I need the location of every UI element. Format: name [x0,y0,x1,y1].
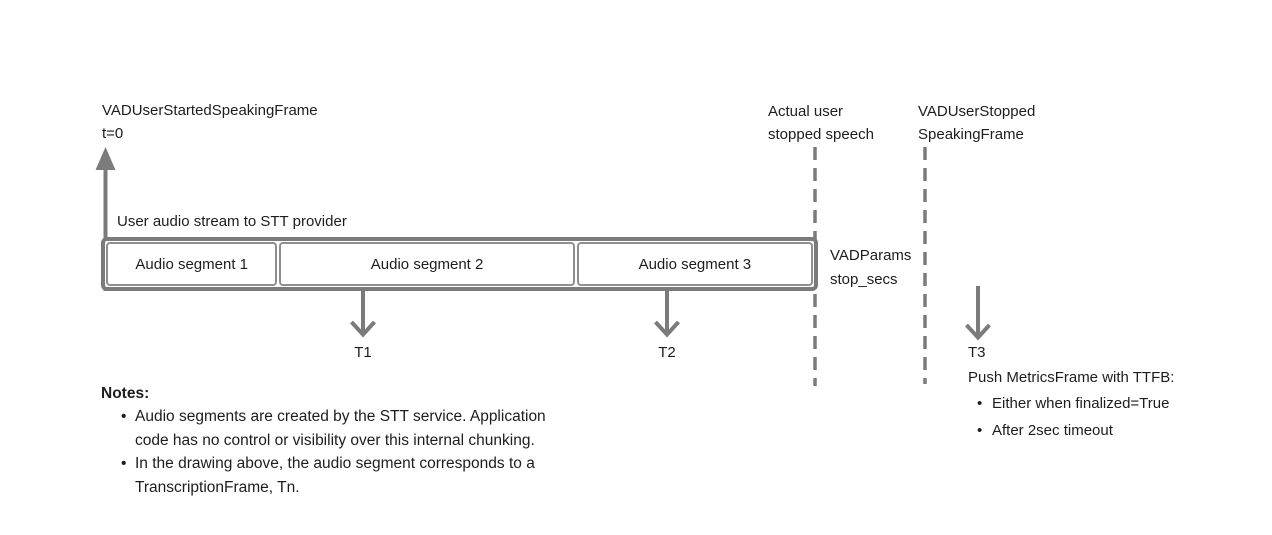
metrics-item: After 2sec timeout [968,417,1174,444]
t2-down-arrow [654,290,680,338]
vad-params-label: VADParams stop_secs [830,247,912,288]
notes-block: Notes: Audio segments are created by the… [101,383,601,499]
t3-down-arrow [965,286,991,341]
t3-label: T3 [968,344,986,361]
audio-segment-1: Audio segment 1 [106,242,278,286]
actual-user-stopped-label: Actual user stopped speech [768,103,874,143]
audio-segment-2: Audio segment 2 [279,242,575,286]
vad-started-frame-label: VADUserStartedSpeakingFrame [102,102,318,119]
stream-label: User audio stream to STT provider [117,213,347,230]
audio-segment-3: Audio segment 3 [576,242,813,286]
t1-down-arrow [350,290,376,338]
vad-user-stopped-label: VADUserStopped SpeakingFrame [918,103,1036,143]
metrics-list: Either when finalized=True After 2sec ti… [968,390,1174,444]
notes-item: In the drawing above, the audio segment … [101,452,601,499]
metrics-block: Push MetricsFrame with TTFB: Either when… [968,366,1174,444]
time-zero-label: t=0 [102,125,124,142]
metrics-item: Either when finalized=True [968,390,1174,417]
audio-stream-timeline: Audio segment 1 Audio segment 2 Audio se… [101,237,818,291]
metrics-heading: Push MetricsFrame with TTFB: [968,369,1175,386]
notes-item: Audio segments are created by the STT se… [101,405,601,452]
t1-label: T1 [354,344,372,361]
t2-label: T2 [658,344,676,361]
notes-list: Audio segments are created by the STT se… [101,405,601,499]
notes-heading: Notes: [101,385,150,402]
